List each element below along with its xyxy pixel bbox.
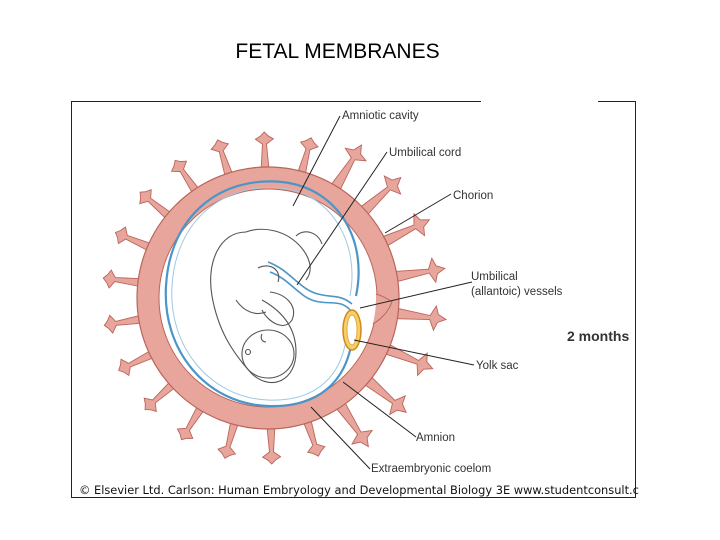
- chorionic-villus: [102, 269, 142, 289]
- chorionic-villus: [217, 420, 240, 459]
- label-umbilical-vessels-line2: (allantoic) vessels: [471, 286, 563, 298]
- chorionic-villus: [139, 189, 173, 221]
- chorionic-villus: [334, 400, 374, 448]
- chorionic-villus: [176, 404, 206, 441]
- chorionic-villus: [380, 212, 431, 248]
- label-amnion: Amnion: [416, 432, 455, 444]
- label-extraembryonic-coelom: Extraembryonic coelom: [371, 463, 491, 475]
- label-umbilical-cord: Umbilical cord: [389, 147, 461, 159]
- frame-border-top: [598, 101, 636, 102]
- chorionic-villus: [358, 175, 402, 217]
- chorionic-villus: [393, 304, 448, 332]
- chorionic-villus: [170, 159, 201, 195]
- chorionic-villus: [329, 144, 368, 193]
- label-umbilical-vessels-line1: Umbilical: [471, 271, 518, 283]
- chorionic-villus: [143, 380, 177, 413]
- copyright-credit: © Elsevier Ltd. Carlson: Human Embryolog…: [79, 483, 639, 497]
- chorionic-villus: [254, 131, 275, 171]
- umbilical-cord: [267, 261, 353, 305]
- embryo: [210, 228, 323, 384]
- leader-lines: [292, 115, 475, 470]
- figure-frame: [71, 101, 636, 498]
- label-yolk-sac: Yolk sac: [476, 360, 519, 372]
- chorion-ring: [137, 167, 399, 429]
- chorion-outer-edge: [136, 166, 400, 430]
- chorionic-villus: [382, 342, 434, 377]
- chorionic-villus: [114, 226, 153, 252]
- chorionic-villus: [296, 137, 319, 176]
- chorionic-villus: [302, 418, 326, 457]
- chorionic-villus: [103, 314, 143, 334]
- slide-title: FETAL MEMBRANES: [235, 40, 440, 63]
- frame-border-top: [71, 101, 481, 102]
- chorionic-villus: [118, 349, 156, 377]
- chorionic-villus: [362, 374, 407, 416]
- label-chorion: Chorion: [453, 190, 493, 202]
- yolk-sac-inner: [346, 314, 358, 346]
- chorionic-villus: [261, 425, 282, 465]
- amnion-membrane: [164, 180, 360, 408]
- chorionic-villus: [210, 139, 234, 178]
- stage-label: 2 months: [567, 328, 629, 344]
- chorionic-villi: [102, 131, 448, 465]
- amnion-membrane-inner: [171, 186, 353, 401]
- chorionic-villus: [392, 257, 446, 284]
- umbilical-cord: [269, 271, 353, 313]
- label-amniotic-cavity: Amniotic cavity: [342, 110, 419, 122]
